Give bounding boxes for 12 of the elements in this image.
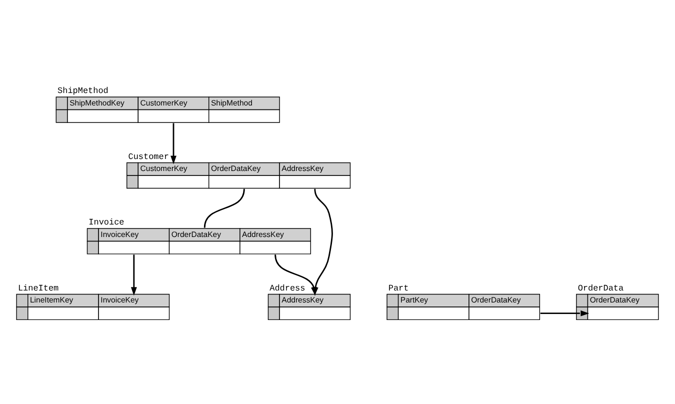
node-label: OrderData — [578, 283, 624, 294]
node-label: ShipMethod — [58, 86, 108, 96]
node-label: Invoice — [88, 218, 124, 228]
node-label: Part — [388, 283, 409, 294]
arrow — [540, 310, 590, 316]
connector — [204, 188, 245, 228]
node-label: Address — [270, 283, 306, 294]
node-label: Customer — [128, 152, 169, 162]
arrow — [130, 254, 137, 296]
arrow — [170, 123, 176, 164]
arrow — [274, 254, 317, 296]
node-label: LineItem — [18, 283, 59, 294]
